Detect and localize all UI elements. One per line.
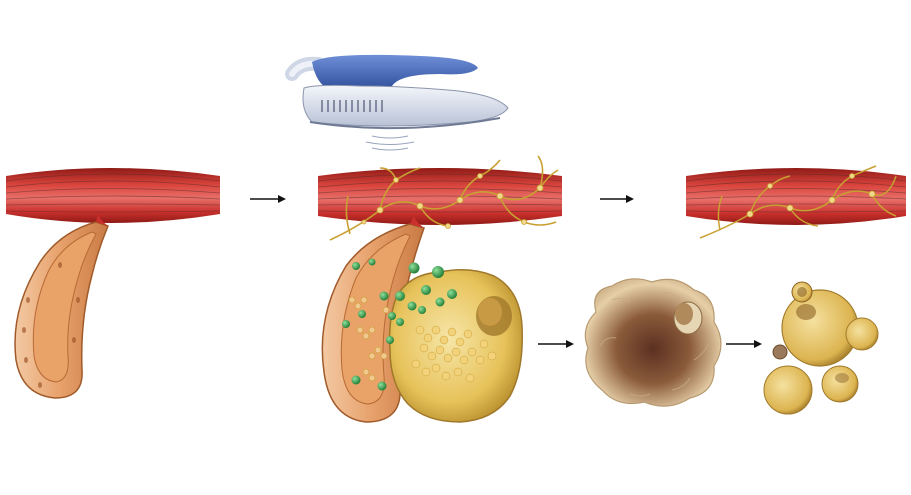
arrow-3 bbox=[538, 340, 574, 348]
stage-treatment bbox=[285, 54, 563, 423]
shockwave-device bbox=[285, 54, 509, 151]
nerve-nodes bbox=[361, 173, 544, 229]
nerve-nodes-repaired bbox=[746, 173, 876, 218]
muscle-fiber-bundle bbox=[5, 168, 221, 223]
damaged-fat-cell bbox=[584, 278, 722, 407]
reduced-fat-cells bbox=[763, 281, 879, 415]
green-particles bbox=[342, 258, 457, 391]
blood-vessel bbox=[14, 214, 110, 399]
muscle-fiber-bundle-treated bbox=[317, 155, 563, 241]
stage-normal bbox=[5, 168, 221, 399]
device-handle bbox=[312, 54, 478, 90]
wave-lines bbox=[365, 135, 415, 151]
fat-droplets-in-vessel bbox=[348, 296, 394, 382]
arrow-4 bbox=[726, 340, 762, 348]
arrow-1 bbox=[250, 195, 286, 203]
arrow-2 bbox=[600, 195, 634, 203]
lipid-droplets bbox=[411, 325, 497, 383]
stage-repaired bbox=[685, 165, 907, 239]
muscle-fiber-bundle-repaired bbox=[685, 165, 907, 239]
